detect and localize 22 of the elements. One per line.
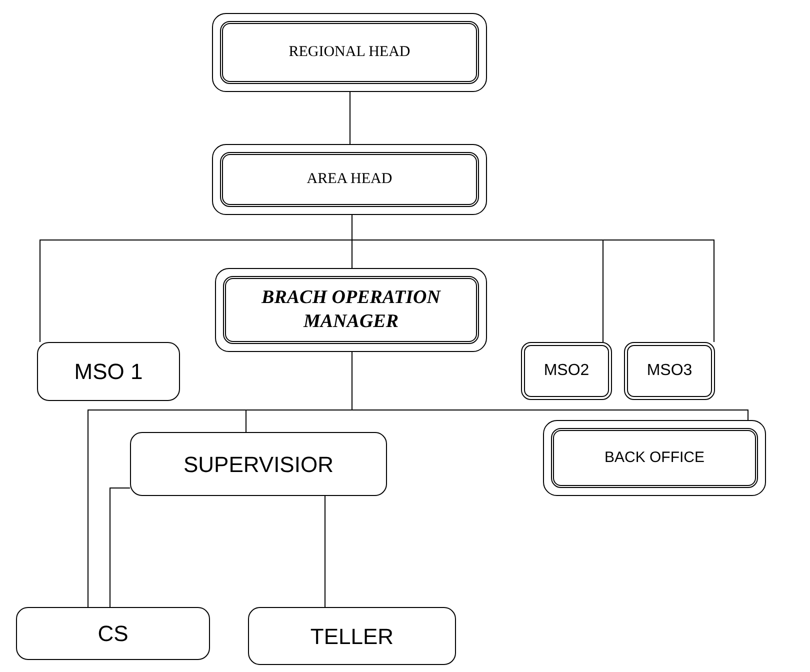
position-title: REGIONAL HEAD [288, 43, 410, 62]
position-title: AREA HEAD [306, 170, 392, 190]
position-title: MSO3 [646, 361, 692, 381]
position-box [248, 607, 456, 665]
position-title: SUPERVISIOR [184, 450, 334, 478]
position-box [16, 607, 210, 660]
position-title: MSO 1 [74, 358, 143, 386]
position-box [130, 432, 387, 496]
position-box [521, 342, 612, 400]
position-title: TELLER [310, 622, 394, 650]
position-box [37, 342, 180, 401]
position-box [212, 13, 487, 92]
connector-line [110, 488, 130, 608]
position-box [212, 144, 487, 215]
connector-line [324, 496, 326, 608]
position-title: BACK OFFICE [604, 448, 704, 468]
position-title: MSO2 [544, 361, 590, 381]
position-box [215, 268, 487, 352]
position-box [543, 420, 766, 496]
position-box [624, 342, 715, 400]
position-title: BRACH OPERATION MANAGER [260, 286, 442, 334]
position-title: CS [98, 620, 128, 648]
